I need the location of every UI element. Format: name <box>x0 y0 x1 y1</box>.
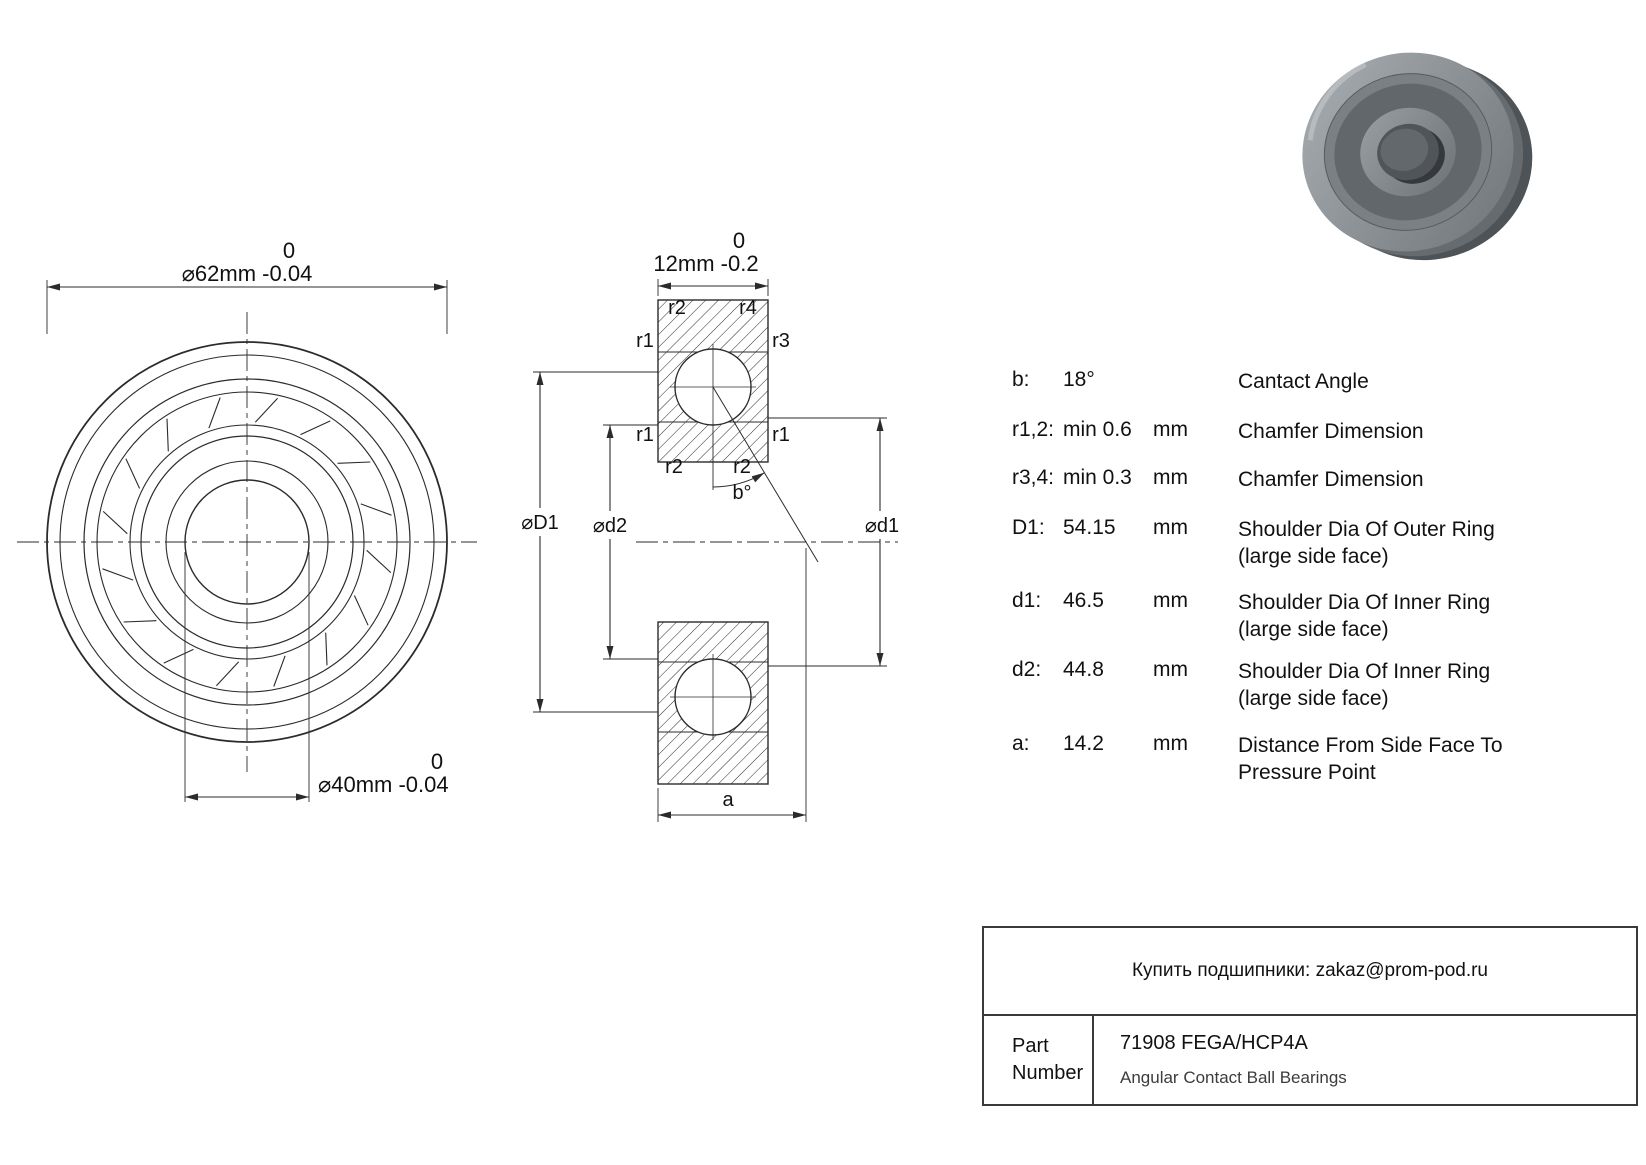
dimension-a <box>657 548 807 822</box>
outer-dim-tolerance: 0 <box>283 238 295 263</box>
dimension-d1 <box>768 417 903 667</box>
dim-a-label: a <box>722 789 734 811</box>
chamfer-label-r3-upper-right: r3 <box>772 330 790 352</box>
spec-unit: mm <box>1153 732 1188 755</box>
chamfer-label-r1-mid-right: r1 <box>772 424 790 446</box>
spec-unit: mm <box>1153 516 1188 539</box>
part-number-label-cell: Part Number <box>984 1016 1094 1104</box>
spec-unit: mm <box>1153 466 1188 489</box>
spec-desc: Cantact Angle <box>1238 370 1369 393</box>
chamfer-label-r1-upper-left: r1 <box>636 330 654 352</box>
spec-desc: Distance From Side Face To <box>1238 734 1503 757</box>
front-view <box>17 280 477 802</box>
dim-d2-label: ⌀d2 <box>593 515 627 537</box>
spec-param: D1: <box>1012 516 1045 539</box>
width-dim-tolerance: 0 <box>733 228 745 253</box>
chamfer-label-r4-top-right: r4 <box>739 297 757 319</box>
spec-param: a: <box>1012 732 1030 755</box>
spec-desc-line2: (large side face) <box>1238 545 1389 568</box>
chamfer-label-r2-lower-right: r2 <box>733 456 751 478</box>
contact-angle-construction <box>712 386 819 563</box>
bearing-3d-render <box>1302 52 1533 261</box>
spec-unit: mm <box>1153 418 1188 441</box>
spec-desc-line2: Pressure Point <box>1238 761 1376 784</box>
cage-ticks <box>102 397 392 687</box>
spec-desc-line2: (large side face) <box>1238 687 1389 710</box>
part-label-line2: Number <box>1012 1062 1084 1084</box>
bore-dim-tolerance: 0 <box>431 749 443 774</box>
dimension-d2 <box>587 424 658 660</box>
part-number-value: 71908 FEGA/HCP4A <box>1120 1032 1308 1054</box>
bearing-category: Angular Contact Ball Bearings <box>1120 1068 1347 1087</box>
spec-param: d1: <box>1012 589 1042 612</box>
spec-value: 18° <box>1063 368 1095 391</box>
spec-param: r3,4: <box>1012 466 1055 489</box>
part-number-cell: 71908 FEGA/HCP4A Angular Contact Ball Be… <box>1094 1016 1636 1104</box>
part-label-line1: Part <box>1012 1035 1049 1057</box>
dimension-width-12mm <box>657 279 769 296</box>
dim-D1-label: ⌀D1 <box>521 512 559 534</box>
chamfer-label-r1-mid-left: r1 <box>636 424 654 446</box>
spec-value: 46.5 <box>1063 589 1104 612</box>
spec-value: min 0.6 <box>1063 418 1132 441</box>
contact-info-text: Купить подшипники: zakaz@prom-pod.ru <box>1131 960 1489 981</box>
spec-desc: Chamfer Dimension <box>1238 468 1424 491</box>
width-dim-label: 12mm -0.2 <box>653 251 758 276</box>
spec-param: b: <box>1012 368 1030 391</box>
spec-param: d2: <box>1012 658 1042 681</box>
dimension-bore-40mm <box>184 552 310 802</box>
spec-value: 44.8 <box>1063 658 1104 681</box>
spec-unit: mm <box>1153 658 1188 681</box>
spec-desc: Chamfer Dimension <box>1238 420 1424 443</box>
spec-param: r1,2: <box>1012 418 1055 441</box>
title-block: Купить подшипники: zakaz@prom-pod.ru Par… <box>982 926 1638 1106</box>
bore-dim-label: ⌀40mm -0.04 <box>318 772 449 797</box>
spec-desc: Shoulder Dia Of Inner Ring <box>1238 660 1491 683</box>
section-view <box>516 279 903 822</box>
chamfer-label-r2-lower-left: r2 <box>665 456 683 478</box>
spec-value: 14.2 <box>1063 732 1104 755</box>
spec-unit: mm <box>1153 589 1188 612</box>
spec-desc-line2: (large side face) <box>1238 618 1389 641</box>
chamfer-label-r2-top-left: r2 <box>668 297 686 319</box>
dim-d1-label: ⌀d1 <box>865 515 899 537</box>
spec-table: b: 18° Cantact Angle r1,2: min 0.6 mm Ch… <box>1005 0 1645 900</box>
render-bore-inner <box>1380 128 1429 172</box>
dimension-D1 <box>516 371 658 713</box>
contact-angle-label: b° <box>732 482 751 504</box>
spec-value: 54.15 <box>1063 516 1116 539</box>
spec-desc: Shoulder Dia Of Inner Ring <box>1238 591 1491 614</box>
dimension-outer-62mm <box>46 280 448 334</box>
spec-desc: Shoulder Dia Of Outer Ring <box>1238 518 1495 541</box>
spec-value: min 0.3 <box>1063 466 1132 489</box>
contact-info-cell: Купить подшипники: zakaz@prom-pod.ru <box>984 928 1636 1016</box>
outer-dim-label: ⌀62mm -0.04 <box>182 261 313 286</box>
render-highlight <box>1307 62 1367 141</box>
